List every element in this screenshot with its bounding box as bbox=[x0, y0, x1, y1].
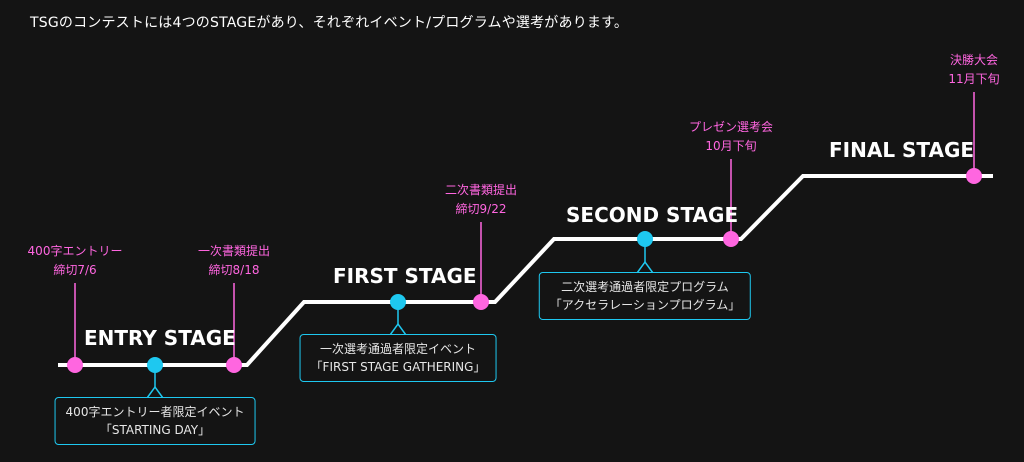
stage-dots bbox=[67, 168, 982, 373]
milestone-title: 一次書類提出 bbox=[197, 244, 271, 258]
milestone-date: 10月下旬 bbox=[705, 139, 757, 153]
stage-label-entry: ENTRY STAGE bbox=[84, 326, 236, 350]
milestone-title: 400字エントリー bbox=[27, 244, 123, 258]
stage-label-second: SECOND STAGE bbox=[566, 203, 739, 227]
milestone-date: 11月下旬 bbox=[948, 72, 1000, 86]
milestone-dot bbox=[723, 231, 739, 247]
event-line2: 「FIRST STAGE GATHERING」 bbox=[310, 360, 486, 374]
milestone-date: 締切7/6 bbox=[53, 263, 97, 277]
event-box-first-gathering: 一次選考通過者限定イベント 「FIRST STAGE GATHERING」 bbox=[299, 334, 497, 382]
event-dot bbox=[390, 294, 406, 310]
milestone-dot bbox=[67, 357, 83, 373]
milestone-dot bbox=[226, 357, 242, 373]
event-dot bbox=[637, 231, 653, 247]
event-line1: 400字エントリー者限定イベント bbox=[65, 405, 245, 419]
milestone-first-doc: 一次書類提出 締切8/18 bbox=[198, 242, 270, 280]
milestone-title: 決勝大会 bbox=[949, 53, 998, 67]
milestone-title: 二次書類提出 bbox=[444, 183, 518, 197]
event-box-starting-day: 400字エントリー者限定イベント 「STARTING DAY」 bbox=[54, 397, 256, 445]
milestone-second-doc: 二次書類提出 締切9/22 bbox=[445, 181, 517, 219]
intro-text: TSGのコンテストには4つのSTAGEがあり、それぞれイベント/プログラムや選考… bbox=[30, 15, 629, 31]
milestone-entry-deadline: 400字エントリー 締切7/6 bbox=[28, 242, 123, 280]
milestone-date: 締切9/22 bbox=[455, 202, 507, 216]
event-line2: 「STARTING DAY」 bbox=[99, 423, 211, 437]
stage-label-first: FIRST STAGE bbox=[333, 264, 477, 288]
milestone-dot bbox=[966, 168, 982, 184]
event-line2: 「アクセラレーションプログラム」 bbox=[549, 298, 741, 312]
milestone-presentation: プレゼン選考会 10月下旬 bbox=[689, 118, 773, 156]
milestone-final: 決勝大会 11月下旬 bbox=[948, 51, 999, 89]
event-dot bbox=[147, 357, 163, 373]
milestone-dot bbox=[473, 294, 489, 310]
milestone-title: プレゼン選考会 bbox=[688, 120, 774, 134]
stage-path-line bbox=[58, 174, 993, 367]
event-line1: 一次選考通過者限定イベント bbox=[319, 342, 477, 356]
milestone-date: 締切8/18 bbox=[208, 263, 260, 277]
event-box-acceleration: 二次選考通過者限定プログラム 「アクセラレーションプログラム」 bbox=[538, 272, 752, 320]
event-line1: 二次選考通過者限定プログラム bbox=[561, 280, 729, 294]
stage-label-final: FINAL STAGE bbox=[829, 138, 975, 162]
